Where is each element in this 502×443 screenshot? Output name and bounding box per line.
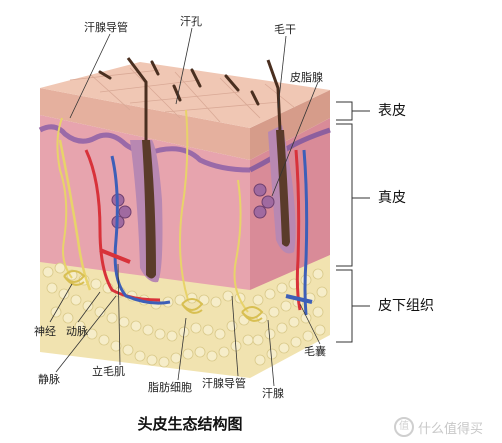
label-sweat-duct-bottom: 汗腺导管 (202, 377, 246, 390)
surface-grid (69, 67, 296, 123)
layer-brackets (336, 101, 370, 343)
layer-label-epidermis: 表皮 (378, 103, 406, 119)
sweat-glands (63, 270, 264, 322)
watermark-badge-icon: 值 (394, 417, 414, 437)
right-artery (294, 149, 302, 311)
arrector-pili-muscle-2 (285, 294, 313, 304)
label-artery: 动脉 (66, 325, 88, 338)
arrector-pili-muscle (99, 248, 131, 264)
sweat-duct-center (179, 109, 189, 301)
label-hair-shaft: 毛干 (274, 23, 296, 36)
label-sweat-gland: 汗腺 (262, 387, 284, 400)
right-vein (302, 149, 309, 316)
nerve (58, 139, 92, 291)
right-hair-shaft (276, 130, 290, 247)
label-hair-follicle: 毛囊 (304, 345, 326, 358)
label-sebaceous-gland: 皮脂腺 (290, 71, 323, 84)
skin-surface (40, 62, 330, 128)
vein (110, 155, 171, 305)
layer-label-dermis: 真皮 (378, 190, 406, 206)
layer-label-subcutis: 皮下组织 (378, 298, 434, 314)
watermark-text: 什么值得买 (418, 421, 484, 437)
label-arrector-pili: 立毛肌 (92, 365, 125, 378)
watermark: 值 什么值得买 (394, 417, 494, 437)
hair-1 (126, 57, 148, 140)
label-nerve: 神经 (34, 325, 56, 338)
diagram-title: 头皮生态结构图 (137, 415, 243, 433)
label-sweat-duct-top: 汗腺导管 (84, 21, 128, 34)
label-vein: 静脉 (38, 373, 60, 386)
sweat-duct-right (233, 179, 249, 313)
dermal-papilla-line (38, 124, 251, 173)
label-pore: 汗孔 (180, 15, 202, 28)
leader-lines (49, 27, 321, 387)
label-fat-cells: 脂肪细胞 (148, 381, 192, 394)
surface-hairs (98, 60, 260, 106)
sweat-duct-left (56, 117, 73, 279)
hair-2 (266, 59, 282, 131)
main-hair-shaft (142, 140, 156, 279)
